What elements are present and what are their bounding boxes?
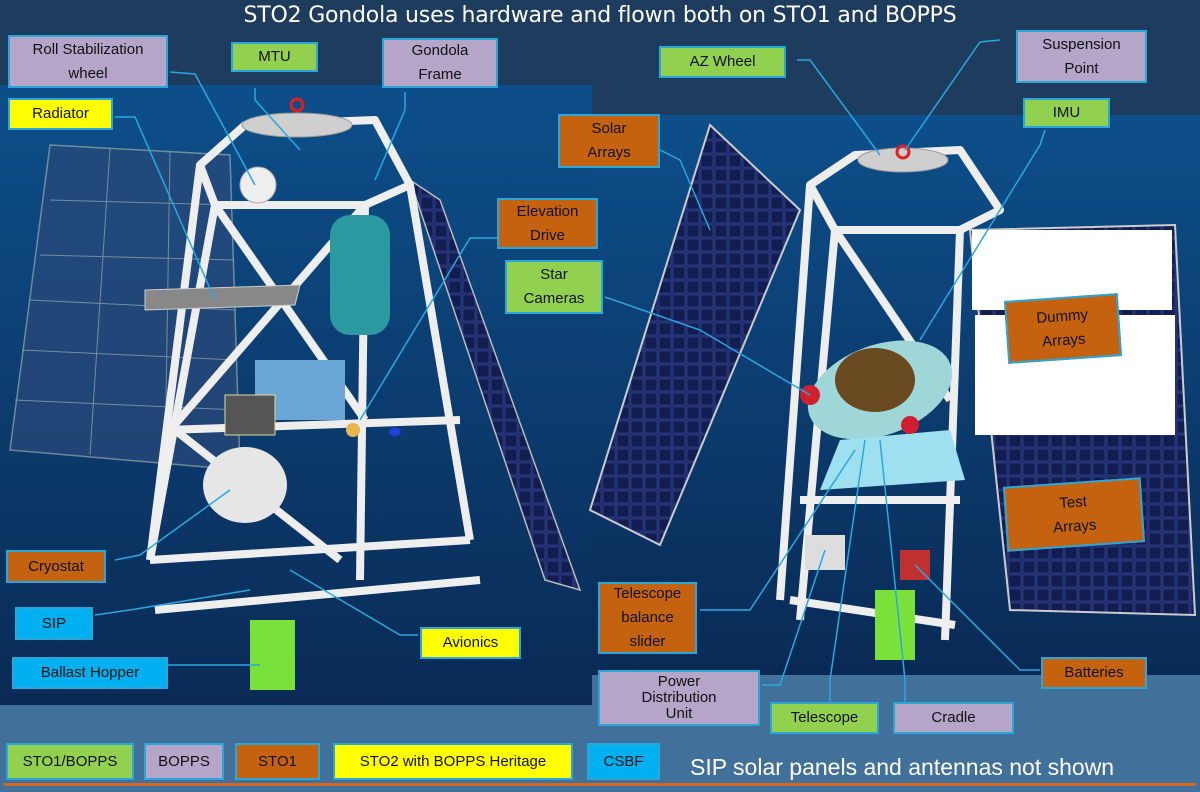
label-cradle: Cradle: [893, 702, 1014, 734]
legend-sto2-bopps-heritage: STO2 with BOPPS Heritage: [333, 743, 573, 780]
footnote: SIP solar panels and antennas not shown: [690, 754, 1115, 780]
label-power-distribution-unit: Power Distribution Unit: [598, 670, 760, 726]
leader-lines: [94, 39, 1046, 705]
legend-sto1: STO1: [235, 743, 320, 780]
label-imu: IMU: [1023, 98, 1110, 128]
legend-bopps: BOPPS: [144, 743, 224, 780]
label-roll-stabilization-wheel: Roll Stabilization wheel: [8, 35, 168, 88]
label-suspension-point: Suspension Point: [1016, 30, 1147, 83]
label-star-cameras: Star Cameras: [505, 260, 603, 314]
label-telescope-balance-slider: Telescope balance slider: [598, 582, 697, 654]
left-gondola-render: [9, 97, 582, 690]
label-cryostat: Cryostat: [6, 550, 106, 583]
label-dummy-arrays: Dummy Arrays: [1003, 293, 1123, 364]
label-mtu: MTU: [231, 42, 318, 72]
label-sip: SIP: [15, 607, 93, 640]
label-avionics: Avionics: [420, 627, 521, 659]
bottom-rule: [4, 783, 1196, 786]
label-elevation-drive: Elevation Drive: [497, 198, 598, 249]
legend-sto1-bopps: STO1/BOPPS: [6, 743, 134, 780]
label-batteries: Batteries: [1041, 657, 1147, 689]
label-gondola-frame: Gondola Frame: [382, 38, 498, 88]
label-radiator: Radiator: [8, 98, 113, 130]
label-telescope: Telescope: [770, 702, 879, 734]
label-az-wheel: AZ Wheel: [659, 46, 786, 78]
label-ballast-hopper: Ballast Hopper: [12, 657, 168, 689]
legend-csbf: CSBF: [587, 743, 660, 780]
page-title: STO2 Gondola uses hardware and flown bot…: [243, 3, 957, 28]
label-test-arrays: Test Arrays: [1002, 477, 1146, 552]
label-solar-arrays: Solar Arrays: [558, 114, 660, 168]
